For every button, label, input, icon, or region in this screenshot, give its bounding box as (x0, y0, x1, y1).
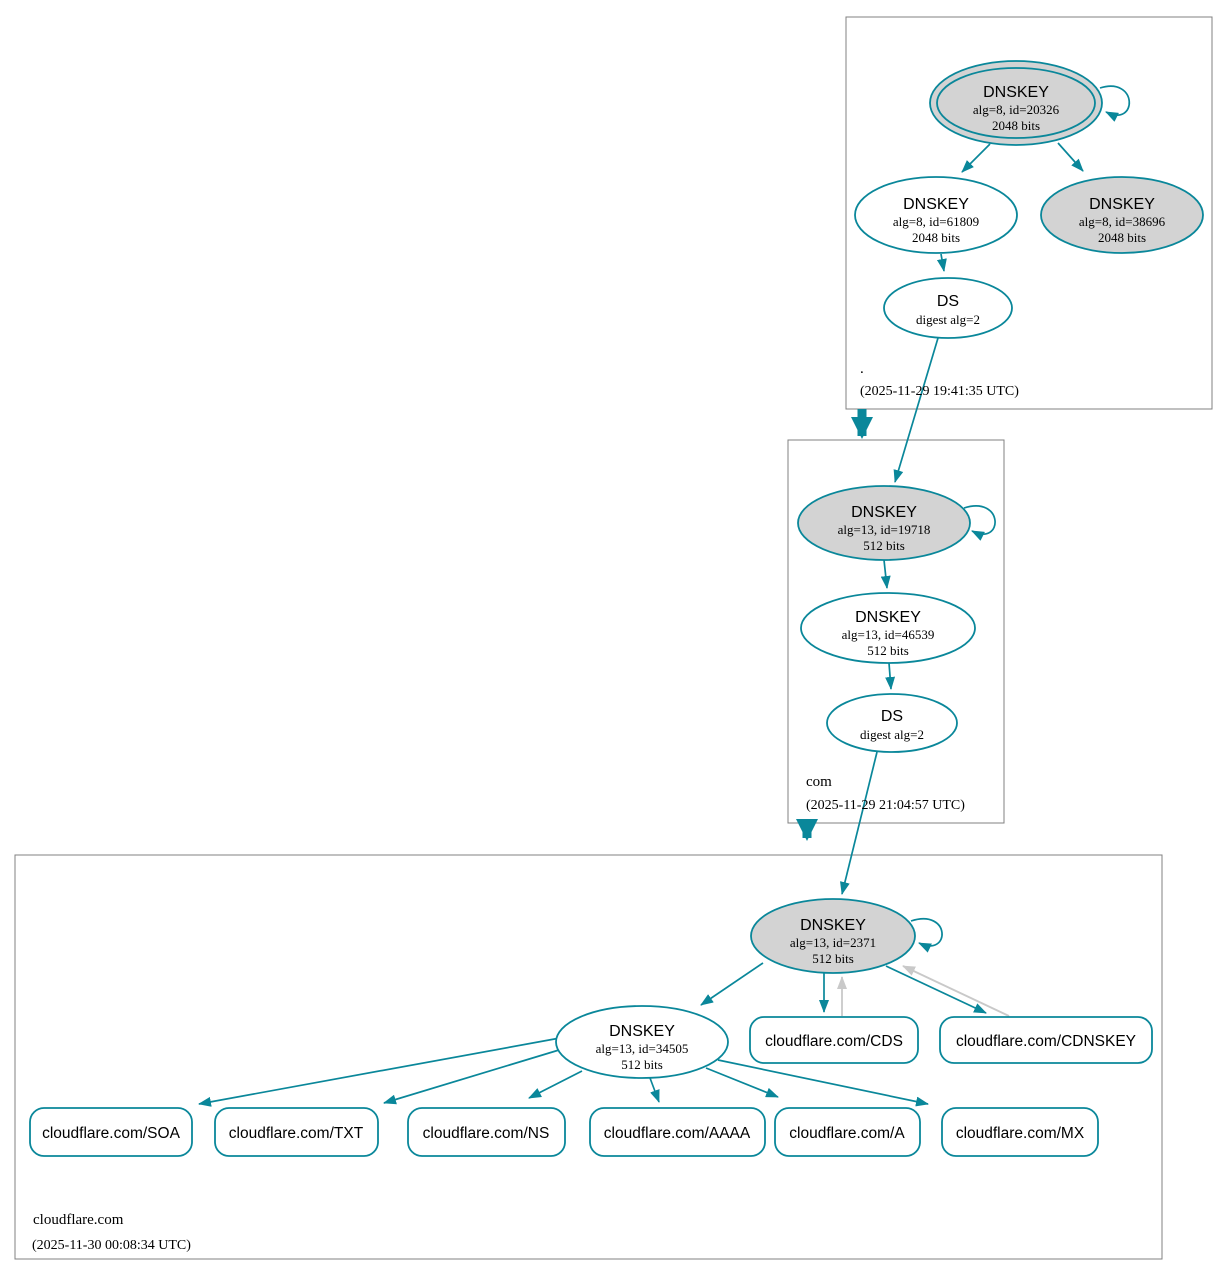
cdnskey-rrset-node[interactable]: cloudflare.com/CDNSKEY (939, 1016, 1153, 1064)
dnskey-20326-outer-ellipse (929, 60, 1103, 146)
edge-root-ds-to-com-ksk (893, 337, 939, 483)
zone-timestamp-cloudflare: (2025-11-30 00:08:34 UTC) (32, 1238, 191, 1253)
ns-rrset-node[interactable]: cloudflare.com/NS (407, 1107, 566, 1157)
dnskey-61809-ellipse (854, 176, 1018, 254)
dnskey-34505-bits: 512 bits (621, 1057, 663, 1072)
edge-zsk-to-aaaa (649, 1077, 660, 1103)
dnskey-2371-ellipse (750, 898, 916, 974)
edge-com-ksk-selfloop (963, 505, 996, 541)
mx-rrset-box (941, 1107, 1099, 1157)
com-ds-ellipse (826, 693, 958, 753)
dnskey-20326-title: DNSKEY (983, 84, 1049, 101)
dnskey-34505-node[interactable]: DNSKEY alg=13, id=34505 512 bits (555, 1005, 729, 1079)
dnskey-19718-detail: alg=13, id=19718 (838, 522, 931, 537)
dnskey-46539-detail: alg=13, id=46539 (842, 627, 935, 642)
dnskey-46539-node[interactable]: DNSKEY alg=13, id=46539 512 bits (800, 592, 976, 664)
dnskey-38696-detail: alg=8, id=38696 (1079, 214, 1166, 229)
edge-cloudflare-ksk-selfloop (910, 918, 943, 953)
edge-com-ksk-to-zsk (880, 559, 891, 589)
cds-rrset-node[interactable]: cloudflare.com/CDS (749, 1016, 919, 1064)
root-ds-detail: digest alg=2 (916, 312, 980, 327)
dnskey-19718-title: DNSKEY (851, 504, 917, 521)
a-rrset-label: cloudflare.com/A (789, 1125, 905, 1142)
cds-rrset-box (749, 1016, 919, 1064)
edge-zsk-to-txt (383, 1049, 560, 1105)
soa-rrset-label: cloudflare.com/SOA (42, 1125, 180, 1142)
edge-zsk-to-soa (198, 1037, 561, 1107)
root-ds-ellipse (883, 277, 1013, 339)
dnskey-46539-title: DNSKEY (855, 609, 921, 626)
dnskey-61809-title: DNSKEY (903, 196, 969, 213)
zone-timestamp-root: (2025-11-29 19:41:35 UTC) (860, 384, 1019, 399)
dnskey-2371-bits: 512 bits (812, 951, 854, 966)
dnskey-61809-bits: 2048 bits (912, 230, 960, 245)
com-ds-node[interactable]: DS digest alg=2 (826, 693, 958, 753)
txt-rrset-box (214, 1107, 379, 1157)
a-rrset-box (774, 1107, 921, 1157)
edge-cloudflare-ksk-to-zsk (700, 962, 764, 1006)
mx-rrset-node[interactable]: cloudflare.com/MX (941, 1107, 1099, 1157)
dnskey-19718-node[interactable]: DNSKEY alg=13, id=19718 512 bits (797, 485, 971, 561)
dnskey-2371-node[interactable]: DNSKEY alg=13, id=2371 512 bits (750, 898, 916, 974)
aaaa-rrset-node[interactable]: cloudflare.com/AAAA (589, 1107, 766, 1157)
ns-rrset-label: cloudflare.com/NS (423, 1125, 550, 1142)
dnskey-2371-title: DNSKEY (800, 917, 866, 934)
dnskey-20326-inner-ellipse (936, 67, 1096, 139)
edge-zsk-to-ns (528, 1070, 583, 1099)
cds-rrset-label: cloudflare.com/CDS (765, 1033, 903, 1050)
aaaa-rrset-box (589, 1107, 766, 1157)
dnskey-20326-bits: 2048 bits (992, 118, 1040, 133)
txt-rrset-node[interactable]: cloudflare.com/TXT (214, 1107, 379, 1157)
edge-root-ksk-to-ksk2 (1057, 142, 1084, 172)
cdnskey-rrset-label: cloudflare.com/CDNSKEY (956, 1033, 1136, 1050)
edge-ksk-to-cdnskey (885, 965, 987, 1014)
dnskey-46539-ellipse (800, 592, 976, 664)
edge-root-ksk-selfloop (1099, 85, 1131, 122)
mx-rrset-label: cloudflare.com/MX (956, 1125, 1085, 1142)
soa-rrset-box (29, 1107, 193, 1157)
dnskey-34505-detail: alg=13, id=34505 (596, 1041, 689, 1056)
zone-label-com: com (806, 774, 832, 790)
dnskey-34505-ellipse (555, 1005, 729, 1079)
edge-com-zsk-to-ds (885, 662, 896, 690)
dnskey-38696-node[interactable]: DNSKEY alg=8, id=38696 2048 bits (1040, 176, 1204, 254)
aaaa-rrset-label: cloudflare.com/AAAA (604, 1125, 751, 1142)
com-ds-title: DS (881, 708, 903, 725)
edge-zsk-to-mx (717, 1059, 929, 1107)
dnskey-19718-bits: 512 bits (863, 538, 905, 553)
edge-com-ds-to-cloudflare-ksk (840, 751, 878, 895)
a-rrset-node[interactable]: cloudflare.com/A (774, 1107, 921, 1157)
dnskey-34505-title: DNSKEY (609, 1023, 675, 1040)
dnskey-61809-node[interactable]: DNSKEY alg=8, id=61809 2048 bits (854, 176, 1018, 254)
edge-root-zsk-to-ds (936, 253, 947, 272)
root-ds-title: DS (937, 293, 959, 310)
zone-label-cloudflare: cloudflare.com (33, 1212, 124, 1228)
dnskey-38696-title: DNSKEY (1089, 196, 1155, 213)
ns-rrset-box (407, 1107, 566, 1157)
edge-zsk-to-a (705, 1067, 779, 1098)
dnskey-2371-detail: alg=13, id=2371 (790, 935, 876, 950)
soa-rrset-node[interactable]: cloudflare.com/SOA (29, 1107, 193, 1157)
dnskey-19718-ellipse (797, 485, 971, 561)
dnskey-20326-node[interactable]: DNSKEY alg=8, id=20326 2048 bits (929, 60, 1103, 146)
zone-timestamp-com: (2025-11-29 21:04:57 UTC) (806, 798, 965, 813)
cdnskey-rrset-box (939, 1016, 1153, 1064)
txt-rrset-label: cloudflare.com/TXT (229, 1125, 364, 1142)
dnskey-61809-detail: alg=8, id=61809 (893, 214, 979, 229)
zone-label-root: . (860, 361, 864, 377)
com-ds-detail: digest alg=2 (860, 727, 924, 742)
dnskey-38696-bits: 2048 bits (1098, 230, 1146, 245)
edge-root-ksk-to-zsk (961, 143, 991, 173)
edge-cdnskey-to-ksk-gray (902, 965, 1010, 1017)
dnskey-38696-ellipse (1040, 176, 1204, 254)
dnskey-46539-bits: 512 bits (867, 643, 909, 658)
dnskey-20326-detail: alg=8, id=20326 (973, 102, 1060, 117)
root-ds-node[interactable]: DS digest alg=2 (883, 277, 1013, 339)
